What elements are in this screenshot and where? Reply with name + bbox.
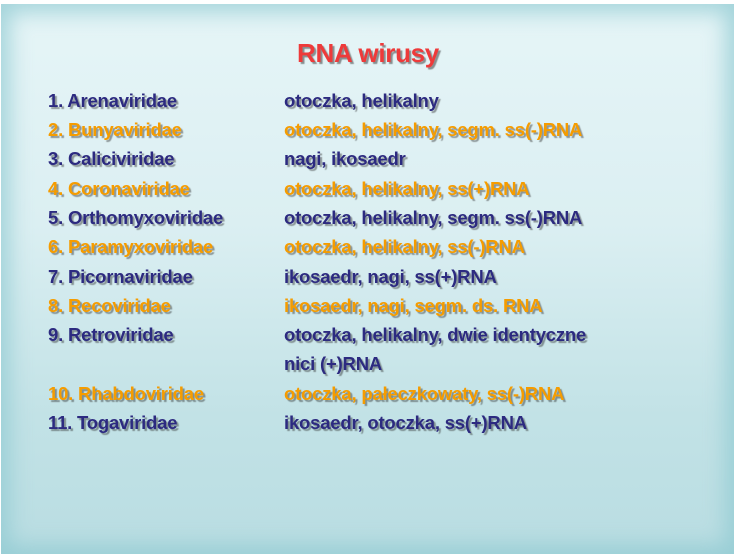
family-name: 9. Retroviridae [48, 324, 174, 345]
family-name: 11. Togaviridae [48, 412, 178, 433]
family-name: 3. Caliciviridae [48, 148, 175, 169]
family-name: 7. Picornaviridae [48, 266, 193, 287]
family-name: 2. Bunyaviridae [48, 119, 182, 140]
family-description: ikosaedr, otoczka, ss(+)RNA [284, 412, 527, 433]
family-description: nagi, ikosaedr [284, 148, 406, 169]
family-description-continued: nici (+)RNA [284, 353, 383, 374]
slide: RNA wirusy 1. Arenaviridae otoczka, helik… [1, 4, 734, 554]
family-description: ikosaedr, nagi, ss(+)RNA [284, 266, 497, 287]
family-description: otoczka, helikalny, dwie identyczne [284, 324, 587, 345]
family-description: ikosaedr, nagi, segm. ds. RNA [284, 295, 543, 316]
family-name: 4. Coronaviridae [48, 178, 190, 199]
family-description: otoczka, helikalny, segm. ss(-)RNA [284, 207, 583, 228]
family-name: 5. Orthomyxoviridae [48, 207, 224, 228]
family-description: otoczka, helikalny, ss(+)RNA [284, 178, 530, 199]
family-description: otoczka, helikalny, ss(-)RNA [284, 236, 525, 257]
family-name: 6. Paramyxoviridae [48, 236, 214, 257]
family-description: otoczka, pałeczkowaty, ss(-)RNA [284, 383, 565, 404]
family-name: 1. Arenaviridae [48, 90, 177, 111]
slide-title: RNA wirusy [297, 38, 439, 68]
family-description: otoczka, helikalny [284, 90, 439, 111]
family-name: 10. Rhabdoviridae [48, 383, 204, 404]
family-description: otoczka, helikalny, segm. ss(-)RNA [284, 119, 583, 140]
family-name: 8. Recoviridae [48, 295, 171, 316]
